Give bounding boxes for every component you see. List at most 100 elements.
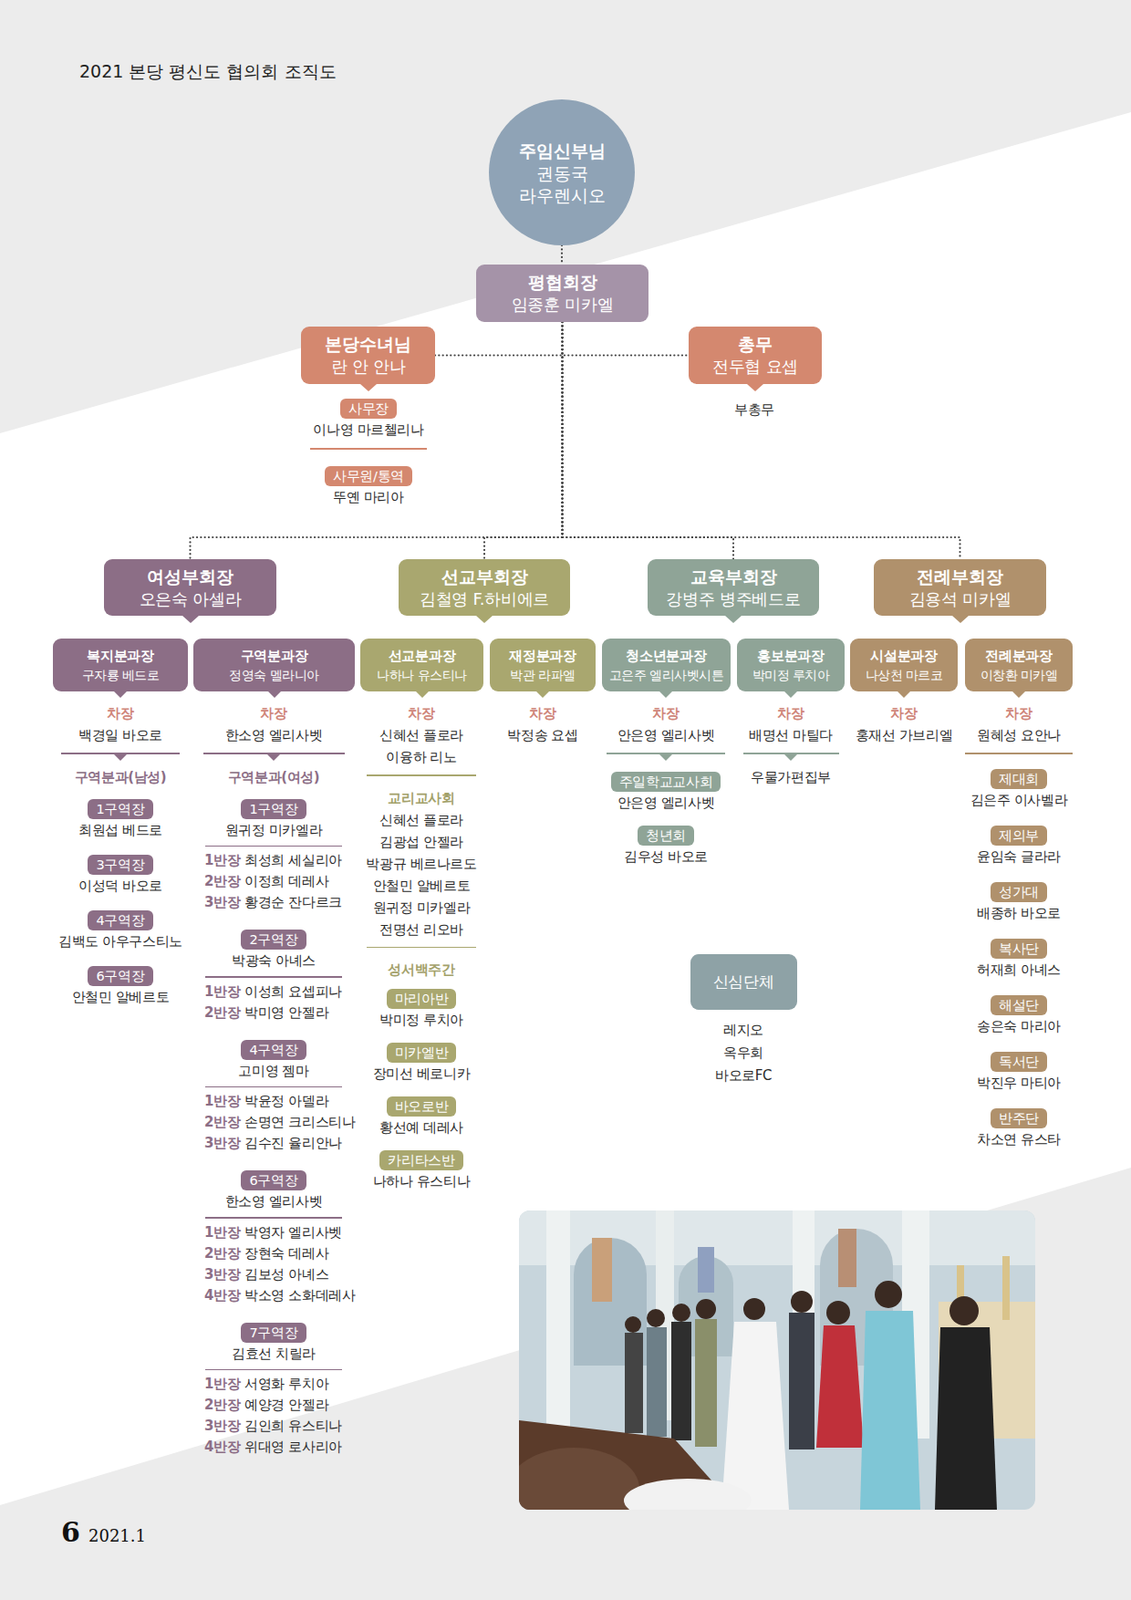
box-title: 전례분과장 <box>985 645 1053 666</box>
dotted-connector <box>484 321 563 560</box>
member-name: 박영자 엘리사벳 <box>244 1222 343 1244</box>
member-name: 부총무 <box>734 398 775 421</box>
box-name: 전두협 요셉 <box>712 355 799 378</box>
role-group: 사무장이나영 마르첼리나 <box>312 398 424 442</box>
org-box: 평협회장임종훈 미카엘 <box>476 264 649 322</box>
ban-label: 2반장 <box>204 871 240 893</box>
member-name: 손명연 크리스티나 <box>244 1111 355 1133</box>
column: 차장홍재선 가브리엘 <box>844 702 964 747</box>
role-group: 4구역장고미영 젬마 <box>238 1039 309 1083</box>
role-group: 신심단체레지오옥우회바오로FC <box>690 954 798 1088</box>
vice-president-box: 전례부회장김용석 미카엘 <box>873 559 1047 616</box>
background-band <box>0 112 1131 1505</box>
role-pill: 7구역장 <box>240 1322 306 1343</box>
role-group: 1구역장원귀정 미카엘라 <box>225 798 323 842</box>
ban-label: 2반장 <box>204 1394 240 1416</box>
member-name: 안은영 엘리사벳 <box>617 724 716 747</box>
role-pill: 4구역장 <box>240 1039 306 1060</box>
role-group: 사무원/통역뚜옌 마리아 <box>324 466 413 509</box>
box-name: 권동국 라우렌시오 <box>511 162 613 207</box>
member-name: 전명선 리오바 <box>379 918 464 941</box>
member-name: 위대영 로사리아 <box>244 1436 343 1458</box>
column: 부총무 <box>699 398 810 421</box>
ban-row: 1반장박영자 엘리사벳 <box>204 1222 343 1244</box>
box-name: 고은주 엘리사벳시튼 <box>609 665 724 685</box>
role-group: 독서단박진우 마티아 <box>976 1051 1061 1095</box>
member-name: 원귀정 미카엘라 <box>225 819 323 842</box>
ban-label: 1반장 <box>204 1373 240 1395</box>
member-name: 허재희 아녜스 <box>976 958 1061 982</box>
role-group: 6구역장한소영 엘리사벳 <box>225 1170 323 1214</box>
division-box: 청소년분과장고은주 엘리사벳시튼 <box>601 638 731 692</box>
box-name: 박관 라파엘 <box>509 665 575 685</box>
member-name: 이성희 요셉피나 <box>244 981 343 1003</box>
member-name: 신혜선 플로라 <box>379 724 464 747</box>
box-name: 나하나 유스티나 <box>376 665 467 685</box>
box-title: 청소년분과장 <box>625 645 706 666</box>
role-pill: 바오로반 <box>386 1096 457 1117</box>
box-title: 교육부회장 <box>690 565 778 589</box>
division-box: 선교분과장나하나 유스티나 <box>360 638 484 692</box>
box-name: 란 안 안나 <box>331 355 406 378</box>
box-name: 임종훈 미카엘 <box>511 293 614 316</box>
ban-row: 3반장김인희 유스티나 <box>204 1415 343 1437</box>
column: 차장신혜선 플로라이융하 리노교리교사회신혜선 플로라김광섭 안젤라박광규 베르… <box>343 702 499 1194</box>
role-group: 미카엘반장미선 베로니카 <box>373 1042 471 1086</box>
column: 차장백경일 바오로구역분과(남성)1구역장최원섭 베드로3구역장이성덕 바오로4… <box>47 702 194 1009</box>
divider-line <box>205 1369 343 1371</box>
org-box: 본당수녀님란 안 안나 <box>300 326 436 384</box>
role-pill: 1구역장 <box>87 798 153 820</box>
member-name: 고미영 젬마 <box>238 1059 309 1083</box>
role-group: 제의부윤임숙 글라라 <box>976 825 1061 869</box>
member-name: 박정송 요셉 <box>507 724 578 747</box>
divider-line <box>203 752 345 755</box>
member-name: 배종하 바오로 <box>976 902 1061 925</box>
role-pill: 사무원/통역 <box>324 466 413 487</box>
deputy-label: 차장 <box>777 702 804 725</box>
deputy-label: 차장 <box>407 702 435 725</box>
org-box: 총무전두협 요셉 <box>688 326 822 384</box>
member-name: 박진우 마티아 <box>976 1071 1061 1095</box>
member-name: 옥우회 <box>723 1041 764 1065</box>
box-name: 김용석 미카엘 <box>909 588 1012 611</box>
column: 사무장이나영 마르첼리나사무원/통역뚜옌 마리아 <box>290 398 447 509</box>
member-name: 한소영 엘리사벳 <box>225 724 323 747</box>
member-name: 김백도 아우구스티노 <box>58 930 183 954</box>
divider-line <box>366 946 477 949</box>
vice-president-box: 교육부회장강병주 병주베드로 <box>647 559 820 616</box>
member-name: 안철민 알베르토 <box>72 985 170 1009</box>
page-number: 2021.1 <box>88 1525 146 1546</box>
divider-line <box>205 845 343 848</box>
role-pill: 반주단 <box>990 1108 1048 1129</box>
box-title: 재정분과장 <box>508 645 577 666</box>
ban-row: 2반장이정희 데레사 <box>204 871 329 893</box>
ban-row: 3반장김보성 아녜스 <box>204 1264 329 1286</box>
division-box: 홍보분과장박미정 루치아 <box>736 638 845 692</box>
role-pill: 제대회 <box>990 768 1048 789</box>
division-box: 시설분과장나상천 마르코 <box>850 638 958 692</box>
divider-line <box>205 1216 343 1219</box>
role-pill: 마리아반 <box>386 988 457 1009</box>
role-pill: 신심단체 <box>690 954 798 1010</box>
member-name: 김은주 이사벨라 <box>970 788 1069 812</box>
role-group: 복사단허재희 아녜스 <box>976 938 1061 982</box>
deputy-label: 차장 <box>106 702 134 725</box>
role-pill: 해설단 <box>990 995 1048 1016</box>
division-box: 복지분과장구자룡 베드로 <box>52 638 188 692</box>
member-name: 신혜선 플로라 <box>379 809 464 831</box>
role-pill: 미카엘반 <box>386 1042 457 1063</box>
box-title: 전례부회장 <box>916 565 1004 589</box>
ban-label: 1반장 <box>204 1090 240 1112</box>
member-name: 장미선 베로니카 <box>373 1062 471 1086</box>
member-name: 황선예 데레사 <box>379 1116 464 1140</box>
ban-row: 2반장예양경 안젤라 <box>204 1394 329 1416</box>
deputy-label: 차장 <box>890 702 917 725</box>
section-heading: 교리교사회 <box>387 787 455 810</box>
box-title: 복지분과장 <box>86 645 155 666</box>
role-pill: 사무장 <box>340 398 397 419</box>
member-name: 박광숙 아녜스 <box>231 949 316 973</box>
ban-row: 3반장황경순 잔다르크 <box>204 892 343 914</box>
ban-row: 1반장이성희 요셉피나 <box>204 981 343 1003</box>
member-name: 이성덕 바오로 <box>78 874 163 898</box>
role-pill: 2구역장 <box>240 929 306 950</box>
